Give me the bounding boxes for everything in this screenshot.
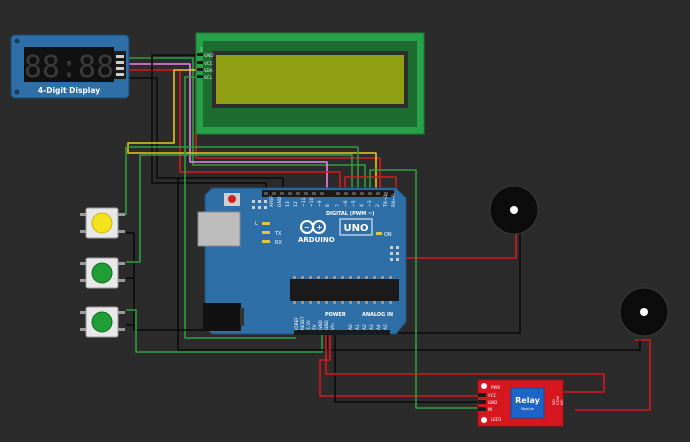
wire-lcd-sda[interactable] — [127, 69, 377, 190]
button-green-1[interactable] — [80, 257, 125, 289]
wire-seg-clk[interactable] — [128, 57, 366, 190]
pin-4: 4 — [359, 204, 365, 207]
pin-vin: Vin — [330, 323, 336, 330]
wire-relay-com[interactable] — [325, 334, 605, 393]
pin-3v3: 3.3V — [306, 320, 312, 330]
button-yellow[interactable] — [80, 207, 125, 239]
digital-header — [262, 190, 394, 197]
seg-digits: 88:88 — [24, 50, 114, 85]
led-tx-label: TX — [274, 231, 282, 237]
pin-2: 2 — [375, 204, 381, 207]
wire-lcd-scl[interactable] — [184, 76, 296, 339]
pin-a3: A3 — [369, 324, 375, 330]
analog-label: ANALOG IN — [362, 312, 393, 318]
wire-lcd-gnd[interactable] — [151, 54, 267, 192]
power-analog-header — [294, 330, 390, 335]
pin-a4: A4 — [376, 324, 382, 330]
pin-8: 8 — [325, 204, 331, 207]
relay-out-nc: NC — [559, 399, 564, 405]
pin-13: 13 — [285, 201, 291, 207]
button-green-2[interactable] — [80, 306, 125, 338]
relay-out-com: COM — [555, 396, 560, 405]
relay-pin-in: IN — [488, 407, 492, 412]
power-jack — [203, 303, 241, 331]
power-label: POWER — [325, 312, 346, 318]
wire-relay-vcc[interactable] — [319, 334, 478, 397]
wire-relay-gnd[interactable] — [334, 334, 478, 403]
led-rx-label: RX — [275, 240, 282, 246]
lcd-pin-vcc: VCC — [204, 61, 213, 66]
lcd-module[interactable]: 1 GND VCC SDA SCL — [195, 32, 425, 135]
pin-gnd-b1: GND — [318, 319, 324, 330]
wire-gnd-rail[interactable] — [177, 178, 328, 351]
pin-6: ~6 — [343, 200, 349, 207]
lcd-pin-sda: SDA — [204, 68, 213, 73]
pin-9: ~9 — [317, 200, 323, 207]
lcd-pin-gnd: GND — [204, 53, 214, 58]
relay-led-pwr: PWR — [491, 385, 500, 390]
wire-seg-gnd[interactable] — [128, 77, 284, 190]
seg-display-module[interactable]: 88:88 4-Digit Display — [10, 34, 130, 99]
pin-a0: A0 — [348, 324, 354, 330]
reset-button[interactable] — [228, 195, 236, 203]
relay-subtitle: Module — [521, 407, 534, 411]
wire-btn1[interactable] — [125, 146, 359, 215]
svg-text:−: − — [304, 224, 310, 232]
seg-caption: 4-Digit Display — [38, 86, 100, 95]
pin-a5: A5 — [383, 324, 389, 330]
led-on-label: ON — [384, 232, 392, 238]
wire-buzzer2-blk[interactable] — [330, 340, 641, 351]
pin-reset: RESET — [300, 316, 306, 330]
pin-7: 7 — [335, 204, 341, 207]
pin-gnd-top: GND — [277, 196, 283, 207]
relay-led-1: LED1 — [491, 417, 502, 422]
relay-title: Relay — [515, 396, 540, 405]
pin-11: ~11 — [301, 197, 307, 207]
pin-5v: 5V — [312, 324, 318, 330]
pin-1: TX→1 — [383, 194, 389, 208]
wire-seg-vcc[interactable] — [128, 69, 341, 190]
relay-module[interactable]: PWR VCC GND IN LED1 Relay Module NO COM … — [477, 379, 564, 427]
relay-out-no: NO — [551, 399, 556, 405]
pin-10: ~10 — [309, 197, 315, 207]
pin-gnd-b2: GND — [324, 319, 330, 330]
lcd-pin-scl: SCL — [204, 75, 213, 80]
relay-pin-vcc: VCC — [488, 393, 497, 398]
brand-label: ARDUINO — [298, 236, 335, 244]
lcd-pin-mark: 1 — [200, 47, 203, 52]
wire-buzzer2-red[interactable] — [575, 339, 651, 411]
pin-12: 12 — [293, 201, 299, 207]
mcu-chip — [290, 279, 399, 301]
wire-btn3[interactable] — [126, 309, 323, 353]
pin-a2: A2 — [362, 324, 368, 330]
pin-a1: A1 — [355, 324, 361, 330]
buzzer-1[interactable] — [489, 185, 539, 235]
wire-btn2[interactable] — [126, 154, 353, 263]
buzzer-2[interactable] — [619, 287, 669, 337]
arduino-logo: − + — [300, 220, 326, 234]
model-label: UNO — [344, 223, 369, 234]
arduino-board[interactable]: AREF GND 13 12 ~11 ~10 ~9 8 7 ~6 ~5 4 ~3… — [197, 187, 407, 335]
led-l-label: L — [255, 221, 258, 227]
usb-port — [197, 211, 241, 247]
pin-0: RX←0 — [391, 194, 397, 207]
wire-relay-in[interactable] — [369, 169, 478, 409]
digital-label: DIGITAL (PWM ~) — [326, 211, 374, 217]
pin-3: ~3 — [367, 200, 373, 207]
pin-aref: AREF — [269, 195, 275, 207]
relay-pin-gnd: GND — [488, 400, 497, 405]
pin-5: ~5 — [351, 200, 357, 207]
svg-text:+: + — [317, 224, 323, 232]
pin-ioref: IOREF — [294, 317, 300, 330]
